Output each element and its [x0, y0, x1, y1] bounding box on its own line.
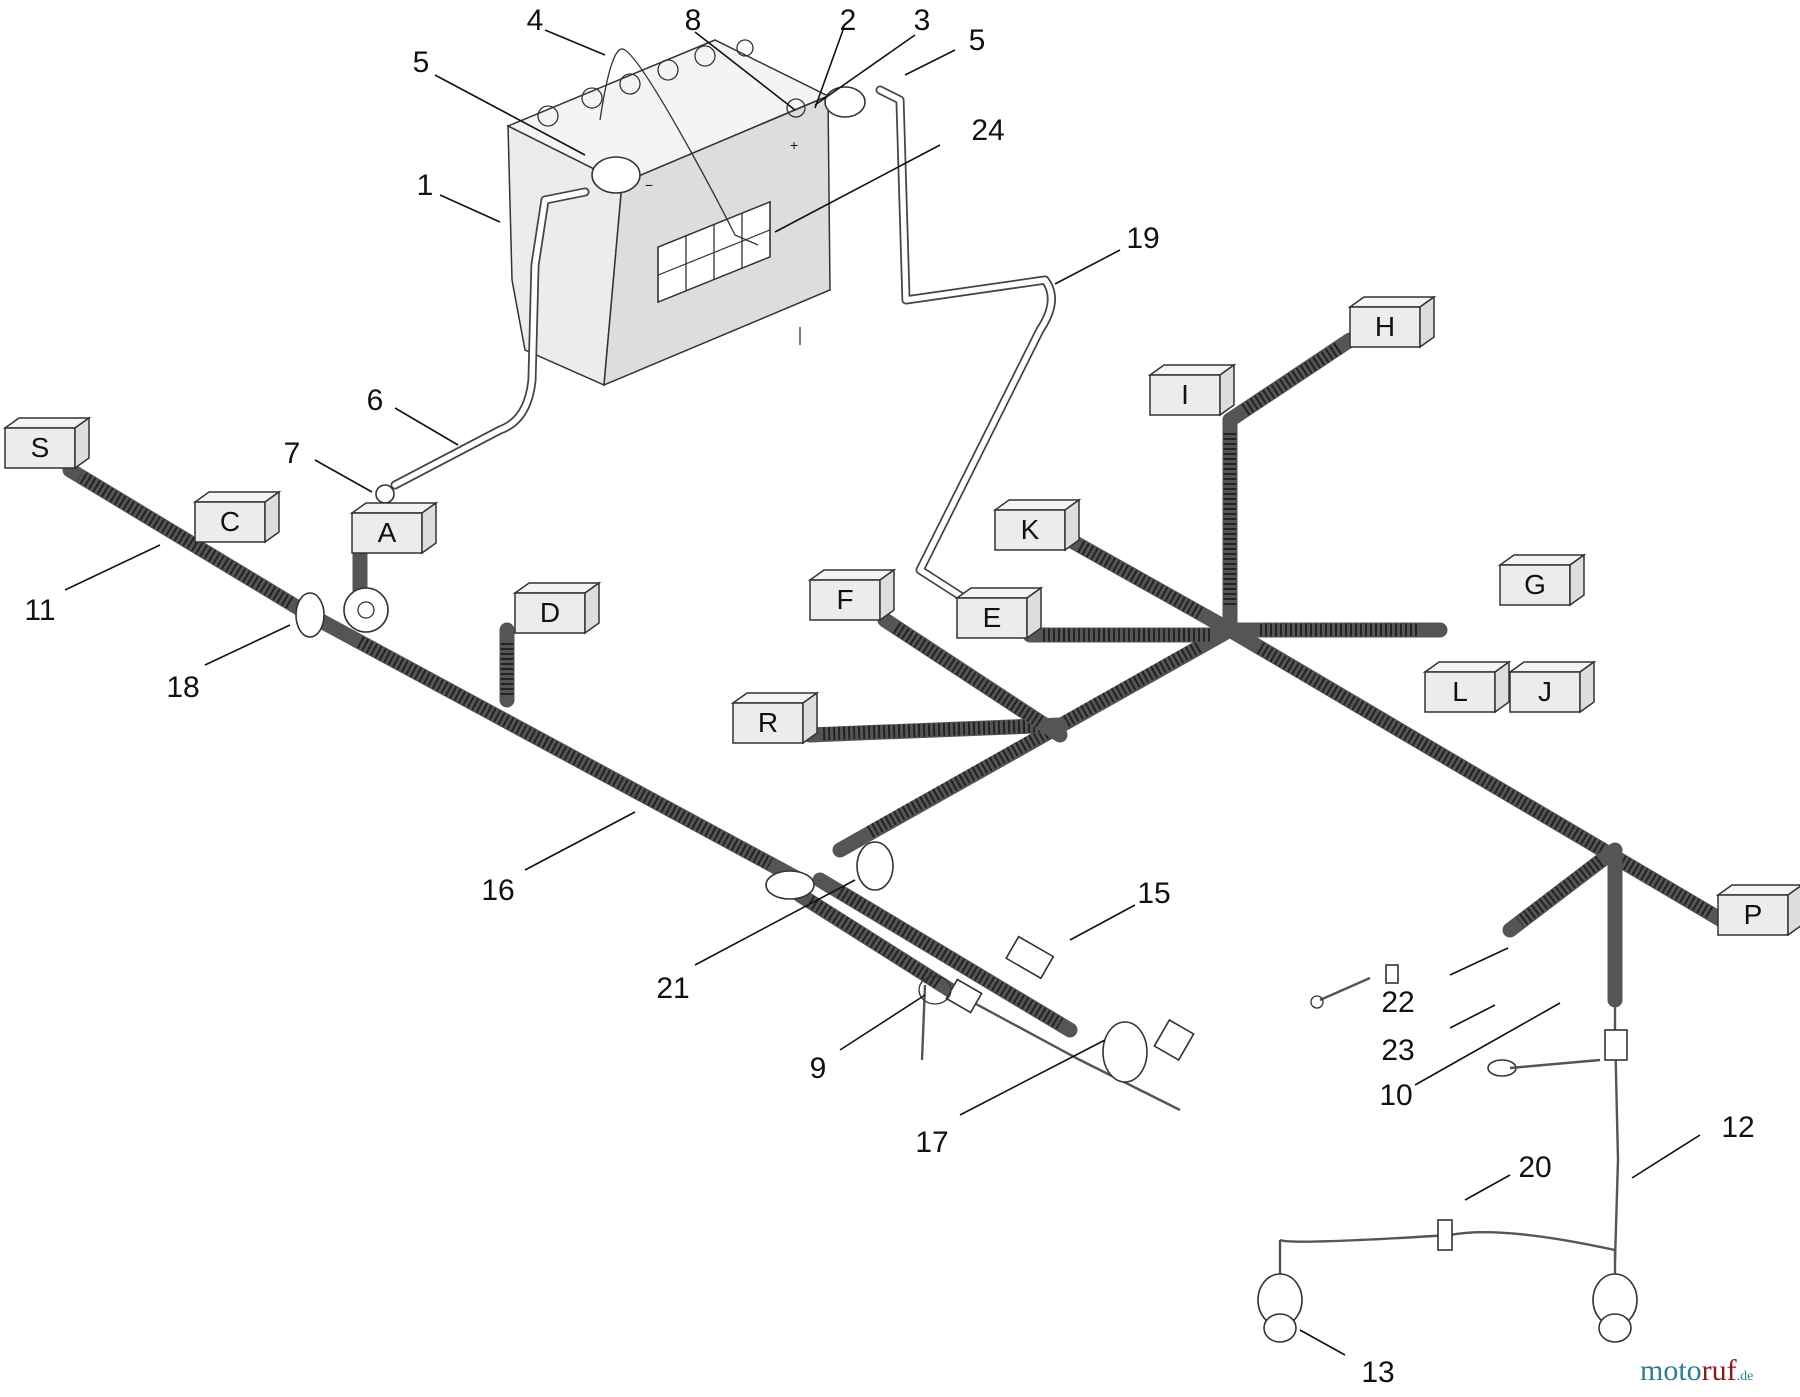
connector-letter-k: K	[1021, 514, 1040, 545]
connector-letter-s: S	[31, 432, 50, 463]
callout-21: 21	[656, 972, 689, 1005]
connector-box-p: P	[1715, 884, 1800, 937]
callout-2: 2	[840, 4, 857, 37]
callout-1: 1	[417, 169, 434, 202]
callout-24: 24	[971, 114, 1004, 147]
callout-4: 4	[527, 4, 544, 37]
callout-18: 18	[166, 671, 199, 704]
connector-box-l: L	[1422, 660, 1512, 714]
callout-10: 10	[1379, 1079, 1412, 1112]
watermark-part2: ruf	[1702, 1354, 1737, 1387]
connector-box-r: R	[730, 691, 820, 745]
svg-text:motoruf.de: motoruf.de	[1640, 1354, 1753, 1387]
connector-box-j: J	[1507, 660, 1597, 714]
connector-box-a: A	[349, 501, 439, 555]
callout-13: 13	[1361, 1356, 1394, 1389]
leader-lines	[64, 29, 1701, 1356]
grommets	[295, 587, 894, 900]
connector-box-i: I	[1147, 363, 1237, 417]
negative-cable	[390, 187, 590, 490]
connector-box-s: S	[2, 416, 92, 470]
callout-8: 8	[685, 4, 702, 37]
callout-19: 19	[1126, 222, 1159, 255]
connector-box-c: C	[192, 490, 282, 544]
connector-letter-e: E	[983, 602, 1002, 633]
connector-letter-a: A	[378, 517, 397, 548]
connector-box-k: K	[992, 498, 1082, 552]
callout-6: 6	[367, 384, 384, 417]
connector-letter-c: C	[220, 506, 240, 537]
connector-box-g: G	[1497, 553, 1587, 607]
connector-box-e: E	[954, 586, 1044, 640]
callout-17: 17	[915, 1126, 948, 1159]
battery-minus-sign: −	[645, 177, 653, 193]
callout-12: 12	[1721, 1111, 1754, 1144]
connector-letter-l: L	[1452, 676, 1468, 707]
connector-boxes: S C A D F E R K I H G L J P	[2, 295, 1800, 937]
connector-box-f: F	[807, 568, 897, 622]
callout-3: 3	[914, 4, 931, 37]
battery-plus-sign: +	[790, 137, 798, 153]
callout-9: 9	[810, 1052, 827, 1085]
connector-letter-h: H	[1375, 311, 1395, 342]
connector-letter-r: R	[758, 707, 778, 738]
callout-16: 16	[481, 874, 514, 907]
callout-15: 15	[1137, 877, 1170, 910]
connector-box-d: D	[512, 581, 602, 635]
main-harness	[62, 332, 1738, 1038]
callout-7: 7	[284, 437, 301, 470]
connector-letter-f: F	[836, 584, 853, 615]
callout-22: 22	[1381, 986, 1414, 1019]
connector-letter-g: G	[1524, 569, 1546, 600]
connector-letter-j: J	[1538, 676, 1552, 707]
connector-letter-d: D	[540, 597, 560, 628]
callout-23: 23	[1381, 1034, 1414, 1067]
connector-box-h: H	[1347, 295, 1437, 349]
lower-wiring	[918, 935, 1638, 1343]
connector-letter-p: P	[1744, 899, 1763, 930]
watermark-suffix: .de	[1737, 1369, 1754, 1384]
positive-cable	[875, 85, 1056, 620]
callout-11: 11	[24, 594, 55, 627]
callout-numbers: 1 2 3 4 5 5 6 7 8 9 10 11 12 13 15 16 17…	[24, 4, 1754, 1389]
watermark-logo: motoruf.de	[1640, 1354, 1753, 1387]
callout-20: 20	[1518, 1151, 1551, 1184]
callout-5b: 5	[969, 24, 986, 57]
watermark-part1: moto	[1640, 1354, 1702, 1387]
connector-letter-i: I	[1181, 379, 1189, 410]
callout-5a: 5	[413, 46, 430, 79]
